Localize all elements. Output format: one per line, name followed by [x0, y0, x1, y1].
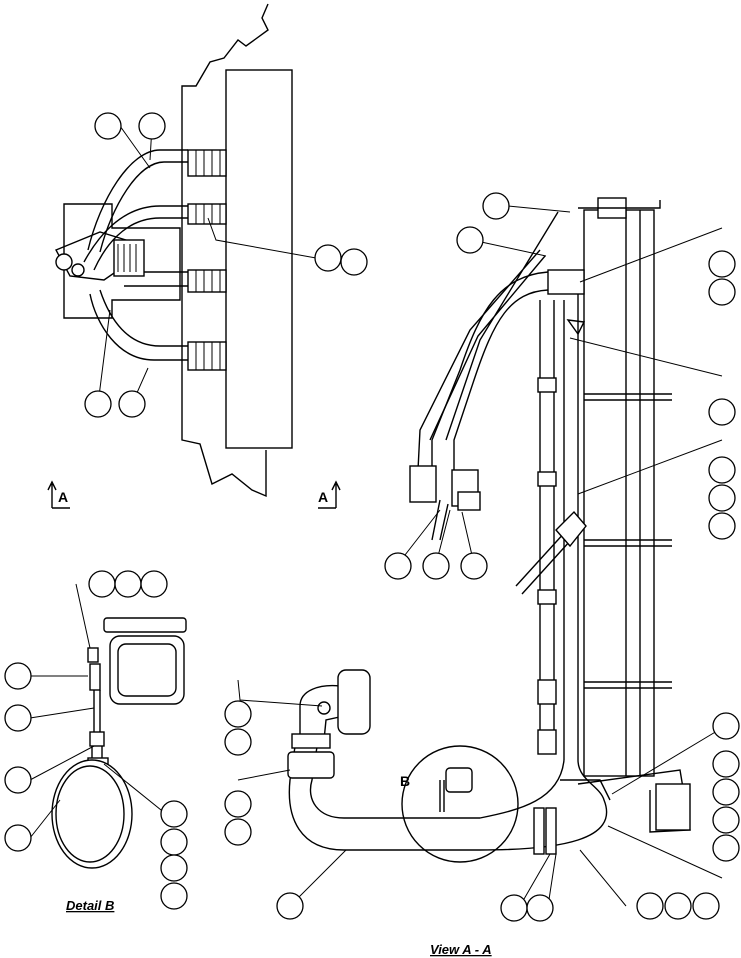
callout-bubble: [708, 456, 736, 484]
callout-bubble: [384, 552, 412, 580]
callout-bubble: [114, 570, 142, 598]
callout-bubble: [160, 800, 188, 828]
elbow-flange: [337, 669, 371, 735]
callout-bubble: [276, 892, 304, 920]
callout-bubble: [224, 790, 252, 818]
callout-bubble: [4, 704, 32, 732]
coupler-2: [187, 203, 227, 225]
radiator-core: [583, 209, 655, 777]
section-marker-right: A: [318, 489, 328, 505]
view-caption: View A - A: [430, 942, 492, 957]
callout-bubble: [708, 278, 736, 306]
callout-bubble: [138, 112, 166, 140]
callout-bubble: [224, 700, 252, 728]
detail-caption: Detail B: [66, 898, 114, 913]
callout-bubble: [500, 894, 528, 922]
callout-bubble: [4, 766, 32, 794]
callout-bubble: [712, 750, 740, 778]
callout-bubble: [712, 778, 740, 806]
callout-bubble: [708, 398, 736, 426]
callout-bubble: [160, 854, 188, 882]
callout-bubble: [160, 882, 188, 910]
view-a-a: B View A - A: [224, 192, 740, 957]
callout-bubble: [692, 892, 720, 920]
top-view: A A: [47, 3, 368, 509]
section-marker-left: A: [58, 489, 68, 505]
callout-bubble: [4, 824, 32, 852]
callout-bubble: [636, 892, 664, 920]
coupler-3: [187, 269, 227, 293]
detail-b-marker-circle: [401, 745, 519, 863]
callout-bubble: [84, 390, 112, 418]
callout-bubble: [224, 818, 252, 846]
callout-bubble: [140, 570, 168, 598]
callout-bubble: [482, 192, 510, 220]
callout-bubble: [664, 892, 692, 920]
hose-clamp: [51, 759, 133, 869]
detail-b: Detail B: [4, 570, 188, 913]
callout-bubble: [460, 552, 488, 580]
detail-marker: B: [400, 773, 410, 789]
callout-bubble: [340, 248, 368, 276]
callout-bubble: [224, 728, 252, 756]
callout-bubble: [712, 834, 740, 862]
callout-bubble: [4, 662, 32, 690]
callout-bubble: [708, 484, 736, 512]
callout-bubble: [526, 894, 554, 922]
callout-bubble: [456, 226, 484, 254]
callout-bubble: [712, 806, 740, 834]
callout-bubble: [118, 390, 146, 418]
callout-bubble: [160, 828, 188, 856]
callout-bubble: [422, 552, 450, 580]
callout-bubble: [708, 512, 736, 540]
callout-bubble: [708, 250, 736, 278]
radiator-panel: [225, 69, 293, 449]
callout-bubble: [88, 570, 116, 598]
callout-bubble: [94, 112, 122, 140]
callout-bubble: [314, 244, 342, 272]
callout-bubble: [712, 712, 740, 740]
